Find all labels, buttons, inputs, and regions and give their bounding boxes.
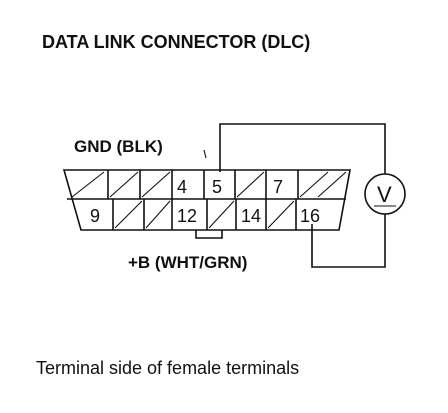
pin-7-label: 7 <box>273 177 283 197</box>
gnd-wire <box>219 123 386 174</box>
diagram-caption: Terminal side of female terminals <box>36 358 299 378</box>
pin-4-label: 4 <box>177 177 187 197</box>
diagram-title: DATA LINK CONNECTOR (DLC) <box>42 32 310 52</box>
voltmeter-icon: V <box>364 173 406 215</box>
pin-5-label: 5 <box>212 177 222 197</box>
bottom-row-dividers <box>112 199 297 230</box>
pin-9-label: 9 <box>90 206 100 226</box>
pin-12-label: 12 <box>177 206 197 226</box>
voltmeter-symbol: V <box>377 182 392 207</box>
b-plus-wire <box>311 214 386 268</box>
top-row-dividers <box>107 170 299 199</box>
pin-16-label: 16 <box>300 206 320 226</box>
dlc-connector-body <box>62 169 351 231</box>
unused-cell-hatches <box>71 171 347 229</box>
b-plus-label: +B (WHT/GRN) <box>128 253 247 272</box>
gnd-label: GND (BLK) <box>74 137 163 156</box>
terminal-jumper-bracket <box>195 230 223 239</box>
pin-14-label: 14 <box>241 206 261 226</box>
gnd-pointer <box>203 149 207 159</box>
